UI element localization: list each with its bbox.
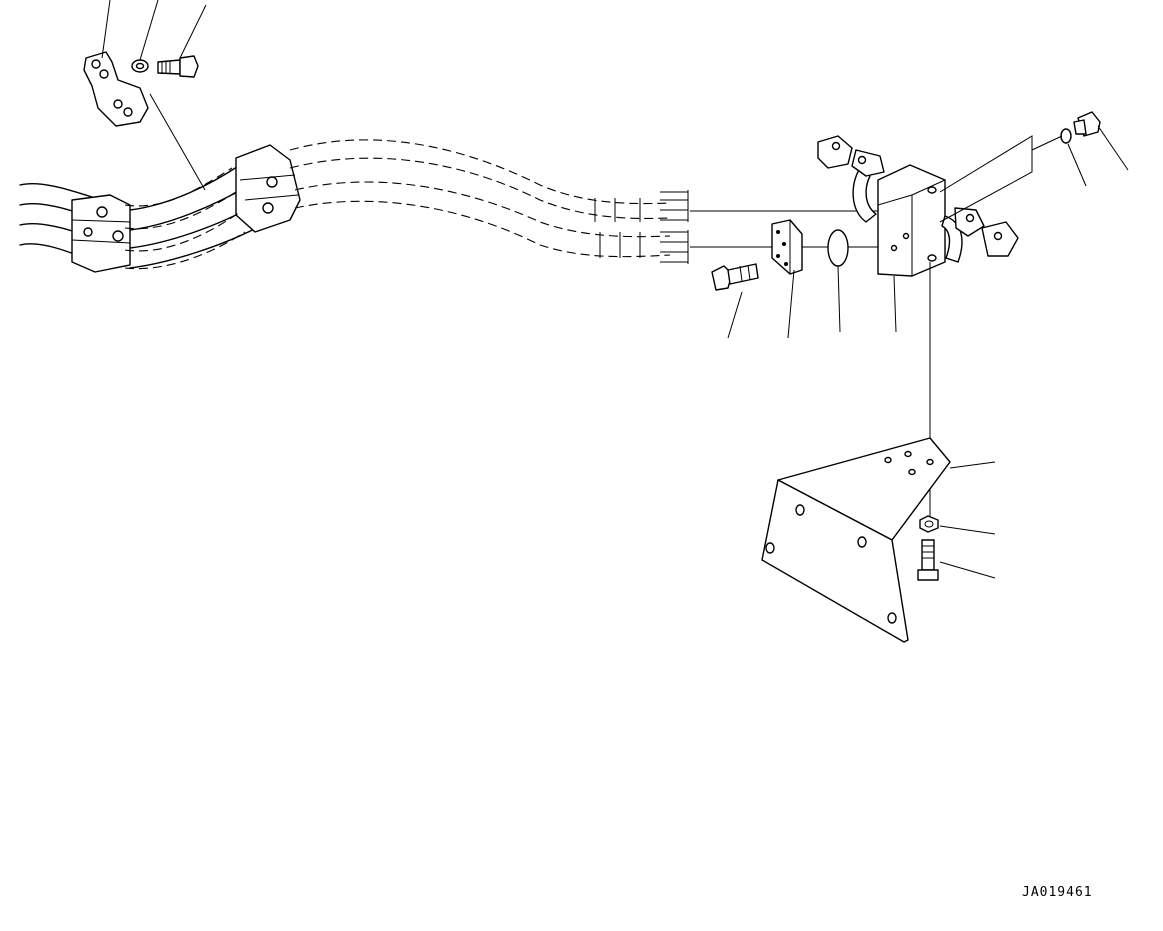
elbow-fitting-left [817, 135, 885, 223]
hose-phantom-lines [124, 139, 689, 270]
hose-clamp-middle [235, 144, 301, 233]
hose-clamp-left [71, 194, 131, 273]
leader-lines-top-left [101, 0, 207, 191]
hose-bundle [19, 164, 263, 269]
gasket [771, 219, 803, 275]
drawing-reference-code: JA019461 [1022, 885, 1093, 900]
valve-block [877, 164, 946, 277]
leader-lines-bracket [939, 461, 996, 579]
bolt [157, 55, 199, 78]
plug [1060, 111, 1101, 144]
nut [919, 515, 939, 533]
elbow-fitting-right [941, 207, 1019, 263]
mounting-bracket [761, 437, 951, 643]
block-mounting-bolt [711, 263, 759, 291]
o-ring [827, 229, 849, 267]
bracket-bolt [917, 539, 939, 581]
clamp-plate [83, 51, 149, 127]
washer [131, 59, 149, 73]
